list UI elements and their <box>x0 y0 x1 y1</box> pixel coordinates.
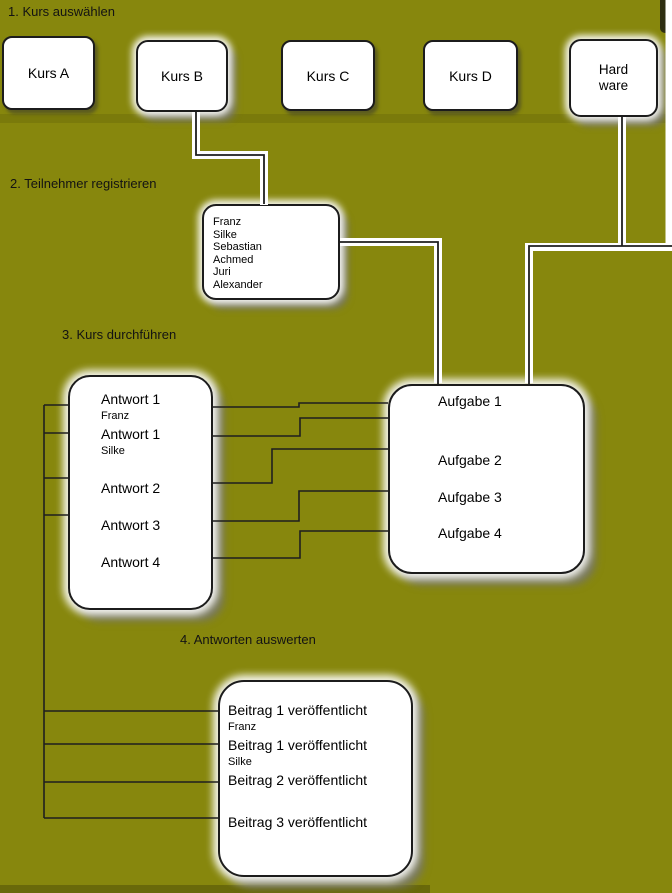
answer-author: Franz <box>101 410 130 422</box>
connector-participants-tasks <box>340 241 439 384</box>
step-3-label: 3. Kurs durchführen <box>62 327 177 342</box>
offscreen-box-edge <box>660 0 666 33</box>
answer-label: Antwort 1 <box>101 426 161 442</box>
tasks-box: Aufgabe 1 Aufgabe 2 Aufgabe 3 Aufgabe 4 <box>388 384 585 574</box>
answer-author: Silke <box>101 445 125 457</box>
answers-box: Antwort 1 Franz Antwort 1 Silke Antwort … <box>68 375 213 610</box>
step-1-label: 1. Kurs auswählen <box>8 4 115 19</box>
connector-kursb-participants <box>195 112 265 204</box>
post-label: Beitrag 2 veröffentlicht <box>228 772 368 788</box>
participants-box: Franz Silke Sebastian Achmed Juri Alexan… <box>202 204 340 300</box>
participant-name: Silke <box>213 228 237 241</box>
post-author: Silke <box>228 756 252 768</box>
answer-label: Antwort 2 <box>101 480 161 496</box>
post-label: Beitrag 1 veröffentlicht <box>228 702 368 718</box>
course-box-kurs-c: Kurs C <box>281 40 375 111</box>
course-label: Kurs D <box>449 67 492 84</box>
connector-answer4-task4 <box>213 530 388 559</box>
step-2-label: 2. Teilnehmer registrieren <box>10 176 157 191</box>
task-label: Aufgabe 2 <box>438 452 502 468</box>
participant-name: Alexander <box>213 278 263 291</box>
course-label: Kurs C <box>306 67 350 84</box>
answer-label: Antwort 4 <box>101 554 161 570</box>
participant-name: Sebastian <box>213 241 262 254</box>
step-4-label: 4. Antworten auswerten <box>180 632 316 647</box>
answer-label: Antwort 1 <box>101 391 161 407</box>
course-label-line2: ware <box>598 78 629 93</box>
participant-name: Achmed <box>213 253 254 266</box>
connector-answer3-task3 <box>213 490 388 522</box>
task-label: Aufgabe 3 <box>438 489 502 505</box>
course-label: Kurs A <box>27 65 70 81</box>
post-author: Franz <box>228 721 257 733</box>
course-box-kurs-a: Kurs A <box>2 36 95 110</box>
connector-edge-tasks <box>528 245 672 384</box>
course-label: Kurs B <box>160 68 203 84</box>
task-label: Aufgabe 1 <box>438 393 502 409</box>
posts-box: Beitrag 1 veröffentlicht Franz Beitrag 1… <box>218 680 413 877</box>
post-label: Beitrag 3 veröffentlicht <box>228 814 368 830</box>
connector-participants-tasks-glow <box>340 238 442 383</box>
connector-edge-tasks-glow <box>525 243 672 383</box>
connector-answer1franz-task1 <box>213 402 388 408</box>
connector-answer1silke-task1 <box>213 417 388 437</box>
course-box-kurs-b: Kurs B <box>136 40 228 112</box>
course-box-kurs-d: Kurs D <box>423 40 518 111</box>
answer-label: Antwort 3 <box>101 517 161 533</box>
post-label: Beitrag 1 veröffentlicht <box>228 737 368 753</box>
background-band-bottom <box>0 885 430 893</box>
connector-kursb-participants-glow <box>192 112 268 205</box>
participant-name: Franz <box>213 216 242 228</box>
connector-answer2-task2 <box>213 448 388 484</box>
course-label-line1: Hard <box>598 62 629 77</box>
background-band <box>0 114 672 123</box>
task-label: Aufgabe 4 <box>438 525 502 541</box>
participant-name: Juri <box>213 266 231 279</box>
course-box-hardware: Hard ware <box>569 39 658 117</box>
